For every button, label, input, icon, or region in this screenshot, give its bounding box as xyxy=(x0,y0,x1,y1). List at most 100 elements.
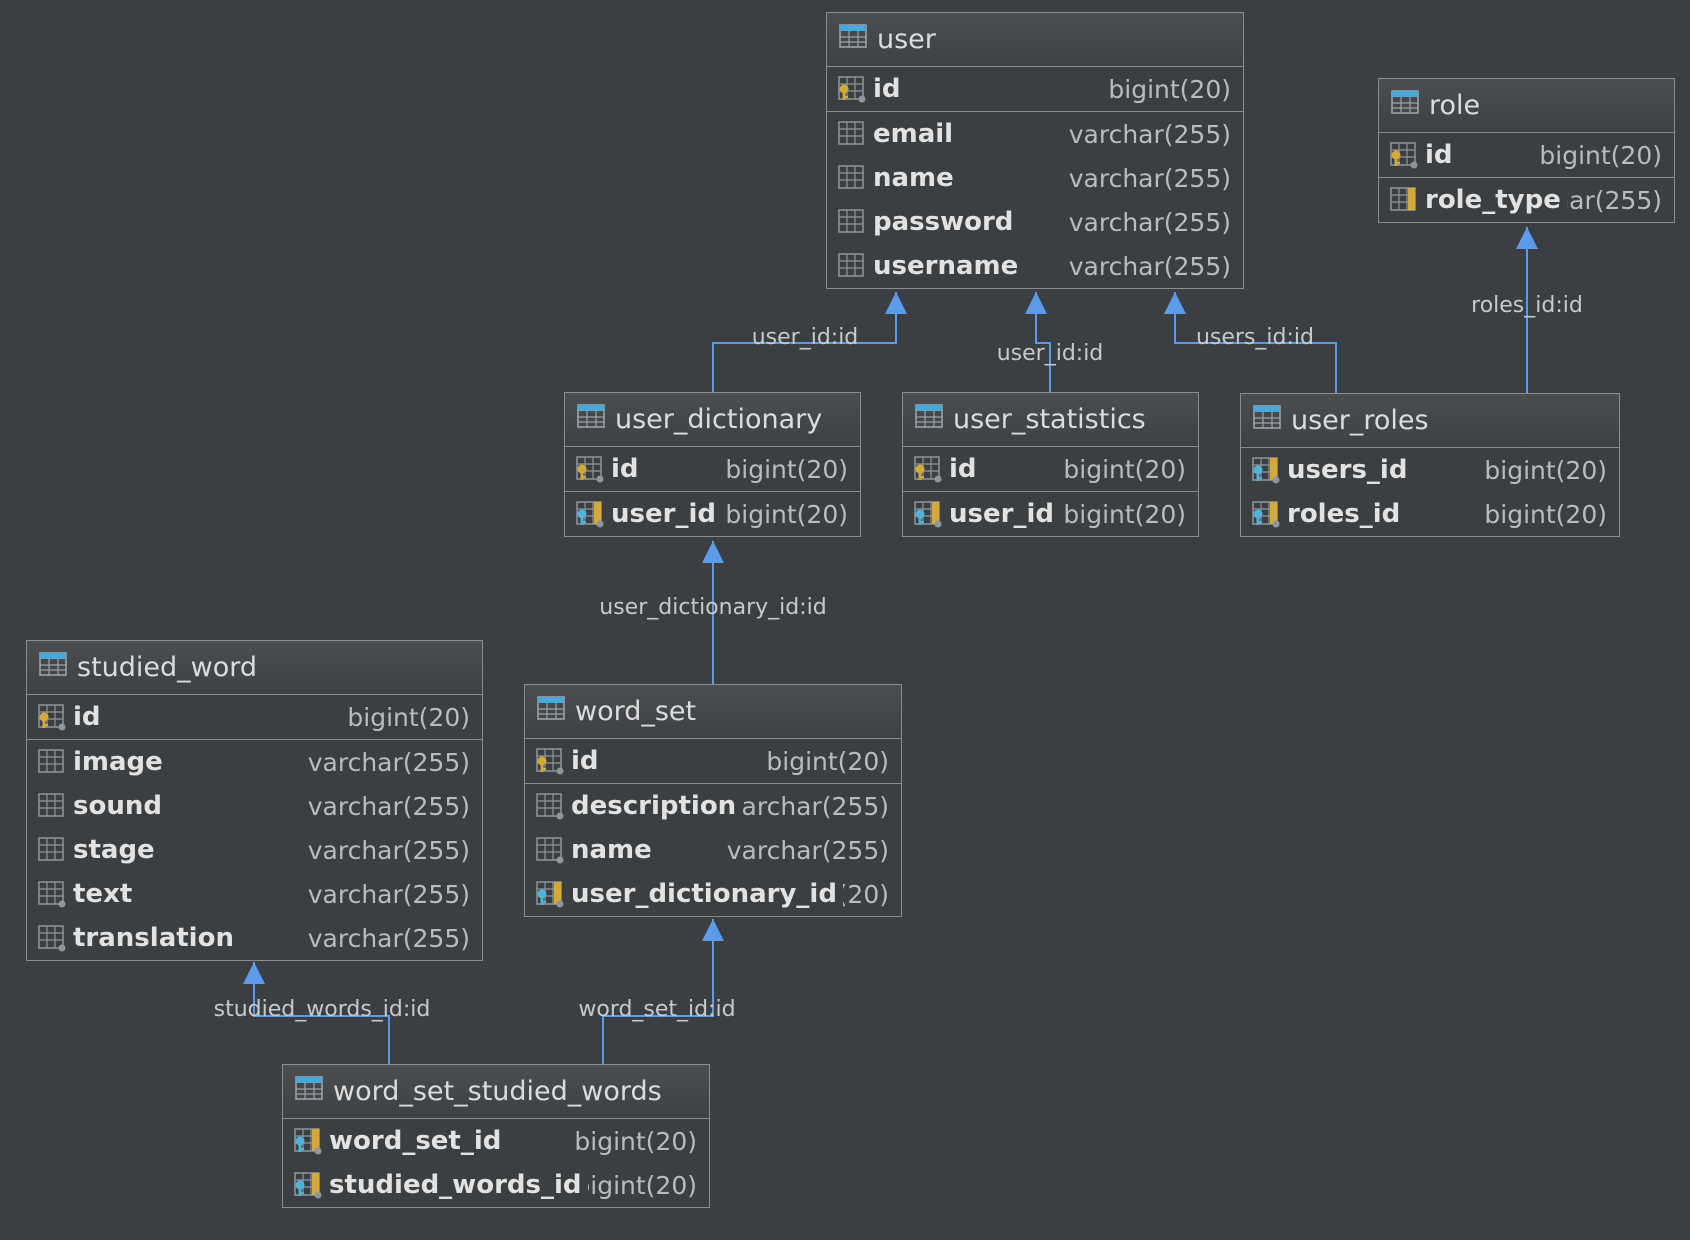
relation-label: users_id:id xyxy=(1196,325,1314,350)
table-header[interactable]: user_dictionary xyxy=(565,393,860,447)
foreign-key-icon xyxy=(913,500,945,528)
column-type: bigint(20) xyxy=(1063,454,1186,484)
column-icon xyxy=(837,164,869,192)
column-type: varchar(255) xyxy=(307,879,470,909)
relation-user-dictionary-user[interactable]: user_id:id xyxy=(712,292,907,392)
table-header[interactable]: user xyxy=(827,13,1243,67)
relation-word-set-user-dictionary[interactable]: user_dictionary_id:id xyxy=(599,541,827,684)
column-name: username xyxy=(873,251,1025,281)
column-name: id xyxy=(1425,140,1459,170)
table-name: role xyxy=(1429,90,1481,121)
table-icon xyxy=(577,404,605,435)
column-name: image xyxy=(73,747,169,777)
relation-studied-words[interactable]: studied_words_id:id xyxy=(214,962,431,1064)
column-icon xyxy=(37,748,69,776)
table-name: word_set xyxy=(575,696,697,727)
column-type: varchar(255) xyxy=(307,835,470,865)
table-icon xyxy=(839,24,867,55)
column-row[interactable]: id bigint(20) xyxy=(565,447,860,491)
foreign-key-icon xyxy=(1251,500,1283,528)
table-name: user xyxy=(877,24,936,55)
relation-line xyxy=(1035,292,1051,392)
primary-key-icon xyxy=(913,455,945,483)
column-type: bigint(20) xyxy=(725,499,848,529)
column-name: email xyxy=(873,119,960,149)
table-name: word_set_studied_words xyxy=(333,1076,662,1107)
column-icon xyxy=(37,792,69,820)
relation-label: user_id:id xyxy=(997,341,1104,366)
relation-user-roles-role[interactable]: roles_id:id xyxy=(1471,227,1583,393)
nullable-column-icon xyxy=(535,836,567,864)
column-type: bigint(20) xyxy=(1063,499,1186,529)
table-header[interactable]: word_set_studied_words xyxy=(283,1065,709,1119)
relation-user-roles-user[interactable]: users_id:id xyxy=(1164,292,1337,393)
column-type: bigint(20) xyxy=(725,454,848,484)
relation-line xyxy=(602,919,714,1064)
column-type: varchar(255) xyxy=(1068,207,1231,237)
column-type: varchar(255) xyxy=(1068,251,1231,281)
relation-label: studied_words_id:id xyxy=(214,997,431,1022)
column-icon xyxy=(837,208,869,236)
column-name: id xyxy=(73,702,107,732)
column-name: translation xyxy=(73,923,240,953)
column-name: studied_words_id xyxy=(329,1170,588,1200)
relation-word-set[interactable]: word_set_id:id xyxy=(578,919,736,1064)
table-header[interactable]: user_roles xyxy=(1241,394,1619,448)
foreign-key-icon xyxy=(293,1127,325,1155)
column-name: user_dictionary_id xyxy=(571,879,843,909)
relation-line xyxy=(1174,292,1337,393)
relation-line xyxy=(712,292,897,392)
table-header[interactable]: studied_word xyxy=(27,641,482,695)
table-header[interactable]: user_statistics xyxy=(903,393,1198,447)
column-name: id xyxy=(611,454,645,484)
table-name: user_statistics xyxy=(953,404,1146,435)
table-header[interactable]: role xyxy=(1379,79,1674,133)
column-row[interactable]: username varchar(255) xyxy=(827,244,1243,288)
column-name: word_set_id xyxy=(329,1126,508,1156)
relation-user-statistics-user[interactable]: user_id:id xyxy=(997,292,1104,392)
indexed-column-icon xyxy=(1389,186,1421,214)
foreign-key-icon xyxy=(1251,456,1283,484)
table-header[interactable]: word_set xyxy=(525,685,901,739)
arrowhead-icon xyxy=(1025,292,1047,314)
arrowhead-icon xyxy=(243,962,265,984)
column-name: sound xyxy=(73,791,168,821)
